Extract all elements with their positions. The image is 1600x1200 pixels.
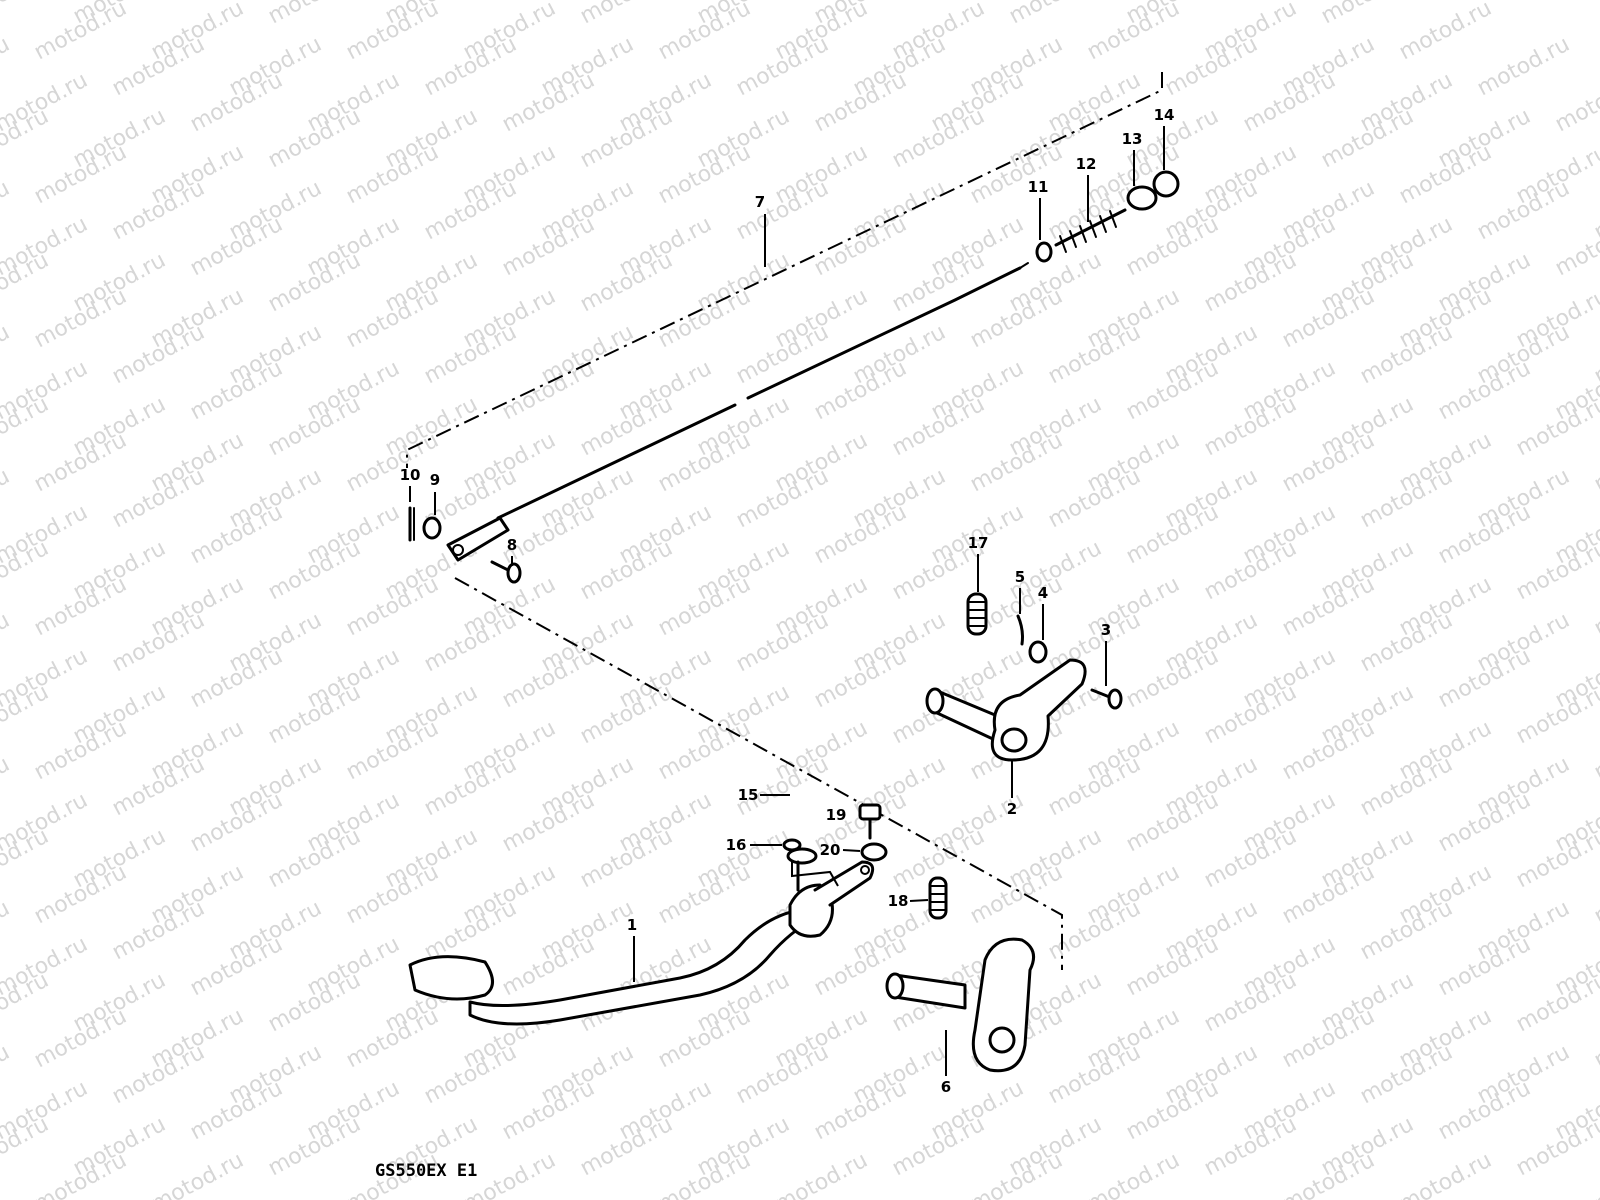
- svg-text:9: 9: [430, 471, 440, 489]
- callout-8: 8: [507, 536, 517, 566]
- svg-text:3: 3: [1101, 621, 1111, 639]
- watermark-text: motod.ru: [576, 0, 677, 29]
- watermark-text: motod.ru: [264, 0, 365, 29]
- watermark-text: motod.ru: [0, 0, 53, 29]
- svg-text:17: 17: [968, 534, 989, 552]
- watermark-text: motod.ru: [1551, 68, 1600, 137]
- watermark-text: motod.ru: [1590, 428, 1600, 497]
- watermark-text: motod.ru: [0, 752, 14, 821]
- svg-text:5: 5: [1015, 568, 1025, 586]
- nut-part-20: [860, 842, 888, 862]
- lever-part-2: [925, 658, 1087, 762]
- watermark-text: motod.ru: [771, 1148, 872, 1200]
- svg-text:18: 18: [888, 892, 909, 910]
- brake-pedal-part-1: [408, 860, 875, 1026]
- watermark-text: motod.ru: [0, 32, 14, 101]
- shaft-part-6: [885, 937, 1036, 1073]
- watermark-text: motod.ru: [0, 320, 14, 389]
- watermark-text: motod.ru: [1317, 0, 1418, 29]
- spring-part-12: [1054, 208, 1127, 253]
- callout-3: 3: [1101, 621, 1111, 686]
- nut-part-14: [1152, 170, 1180, 198]
- callout-7: 7: [755, 193, 766, 267]
- cotter-pin-part-10: [408, 506, 415, 542]
- assembly-frame: [406, 72, 1163, 970]
- bolt-part-3: [1090, 688, 1123, 710]
- callout-19: 19: [826, 806, 847, 824]
- watermark-text: motod.ru: [1083, 1148, 1184, 1200]
- svg-text:20: 20: [820, 841, 841, 859]
- callout-2: 2: [1007, 760, 1017, 818]
- callouts: 7 10 9 8 11 12 13 14 17 5 4 3 2 15 19 16…: [400, 106, 1175, 1096]
- svg-text:12: 12: [1076, 155, 1097, 173]
- watermark-text: motod.ru: [1590, 716, 1600, 785]
- callout-10: 10: [400, 466, 421, 502]
- callout-6: 6: [941, 1030, 951, 1096]
- diagram-code: GS550EX E1: [375, 1161, 477, 1181]
- spring-part-17: [966, 592, 988, 636]
- callout-18: 18: [888, 892, 929, 910]
- washer-part-4: [1028, 640, 1048, 664]
- watermark-text: motod.ru: [0, 896, 14, 965]
- svg-text:19: 19: [826, 806, 847, 824]
- bracket-leader: [791, 862, 839, 887]
- callout-9: 9: [430, 471, 440, 515]
- callout-15: 15: [738, 786, 790, 804]
- callout-4: 4: [1038, 584, 1048, 640]
- svg-text:11: 11: [1028, 178, 1049, 196]
- callout-1: 1: [627, 916, 637, 982]
- watermark-text: motod.ru: [0, 464, 14, 533]
- watermark-text: motod.ru: [1590, 860, 1600, 929]
- svg-text:13: 13: [1122, 130, 1143, 148]
- nut-part-11: [1035, 241, 1053, 263]
- watermark-text: motod.ru: [1590, 1004, 1600, 1073]
- callout-20: 20: [820, 841, 861, 859]
- svg-text:6: 6: [941, 1078, 951, 1096]
- svg-text:16: 16: [726, 836, 747, 854]
- bolt-part-19: [858, 803, 882, 840]
- watermark-text: motod.ru: [1590, 1148, 1600, 1200]
- svg-text:10: 10: [400, 466, 421, 484]
- callout-17: 17: [968, 534, 989, 592]
- callout-14: 14: [1154, 106, 1175, 170]
- washer-part-9: [422, 516, 442, 540]
- clevis-pin-part-8: [490, 560, 522, 584]
- spring-part-18: [928, 876, 948, 920]
- watermark-text: motod.ru: [0, 608, 14, 677]
- callout-5: 5: [1015, 568, 1025, 614]
- callout-16: 16: [726, 836, 782, 854]
- watermark-text: motod.ru: [1395, 1148, 1496, 1200]
- watermark-text: motod.ru: [1590, 572, 1600, 641]
- joint-part-13: [1126, 185, 1158, 211]
- washer-part-16: [782, 838, 802, 852]
- watermark-text: motod.ru: [0, 1040, 14, 1109]
- svg-text:15: 15: [738, 786, 759, 804]
- svg-text:1: 1: [627, 916, 637, 934]
- watermark-text: motod.ru: [147, 1148, 248, 1200]
- svg-text:2: 2: [1007, 800, 1017, 818]
- callout-11: 11: [1028, 178, 1049, 240]
- watermark-text: motod.ru: [0, 176, 14, 245]
- watermark-text: motod.ru: [1395, 0, 1496, 65]
- watermark-text: motod.ru: [1473, 32, 1574, 101]
- brake-rod-part-7: [446, 262, 1029, 562]
- watermark-text: motod.ru: [1005, 0, 1106, 29]
- callout-12: 12: [1076, 155, 1097, 222]
- callout-13: 13: [1122, 130, 1143, 186]
- cotter-pin-part-5: [1016, 614, 1024, 646]
- svg-text:14: 14: [1154, 106, 1175, 124]
- svg-text:4: 4: [1038, 584, 1048, 602]
- svg-text:8: 8: [507, 536, 517, 554]
- svg-text:7: 7: [755, 193, 765, 211]
